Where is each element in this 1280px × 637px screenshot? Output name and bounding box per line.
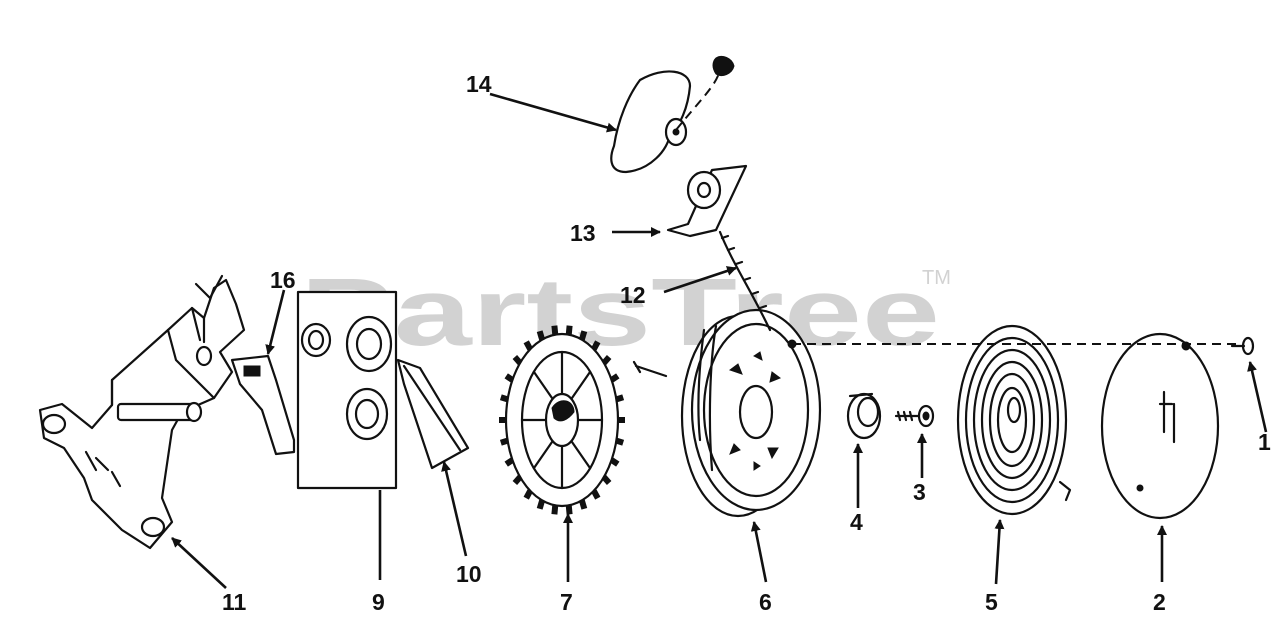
part-11-bracket <box>38 274 246 550</box>
part-2-cover <box>1100 332 1220 520</box>
callout-3: 3 <box>913 479 926 505</box>
gear-tooth <box>523 340 533 351</box>
gear-tooth <box>565 325 573 335</box>
callout-6: 6 <box>759 589 772 615</box>
gear-tooth <box>609 457 620 467</box>
part-9-hardware-card <box>296 290 398 490</box>
gear-tooth <box>601 475 612 485</box>
callout-9: 9 <box>372 589 385 615</box>
gear-tooth <box>536 499 546 510</box>
part-13-rope-guide <box>666 164 748 238</box>
callout-5: 5 <box>985 589 998 615</box>
part-6-pulley <box>632 308 822 518</box>
callout-11: 11 <box>222 589 247 615</box>
part-12-rope <box>718 230 772 332</box>
part-7-gear <box>499 325 625 515</box>
callout-1: 1 <box>1258 429 1271 455</box>
callout-4: 4 <box>850 509 863 535</box>
gear-tooth <box>565 505 573 515</box>
gear-tooth <box>551 505 559 515</box>
gear-tooth <box>512 355 523 365</box>
gear-tooth <box>523 489 533 500</box>
gear-tooth <box>578 499 588 510</box>
gear-tooth <box>578 330 588 341</box>
part-1-screw <box>1230 336 1255 356</box>
part-14-handle <box>610 55 735 174</box>
watermark-text: PartsTree <box>300 259 940 366</box>
part-4-bushing <box>846 392 882 440</box>
callout-labels: 1 2 3 4 5 6 7 9 10 11 12 13 14 16 <box>222 71 1271 615</box>
assembly-lines <box>675 69 1238 345</box>
callout-2: 2 <box>1153 589 1166 615</box>
callout-14: 14 <box>466 71 492 97</box>
callout-7: 7 <box>560 589 573 615</box>
callout-13: 13 <box>570 220 596 246</box>
gear-tooth <box>499 394 509 403</box>
gear-tooth <box>536 330 546 341</box>
callout-12: 12 <box>620 282 646 308</box>
callout-10: 10 <box>456 561 482 587</box>
gear-tooth <box>609 373 620 383</box>
leader-lines <box>171 92 1268 589</box>
gear-tooth <box>591 489 601 500</box>
part-10-spring-clip <box>396 358 470 470</box>
gear-tooth <box>601 355 612 365</box>
gear-tooth <box>551 325 559 335</box>
part-16-pawl <box>230 354 296 456</box>
part-3-screw <box>894 404 935 428</box>
gear-tooth <box>591 340 601 351</box>
callout-16: 16 <box>270 267 296 293</box>
gear-tooth <box>504 457 515 467</box>
gear-tooth <box>615 437 625 446</box>
watermark-trademark: TM <box>922 267 951 289</box>
gear-tooth <box>504 373 515 383</box>
gear-tooth <box>499 437 509 446</box>
part-5-recoil-spring <box>956 324 1072 516</box>
gear-tooth <box>512 475 523 485</box>
gear-tooth <box>615 394 625 403</box>
